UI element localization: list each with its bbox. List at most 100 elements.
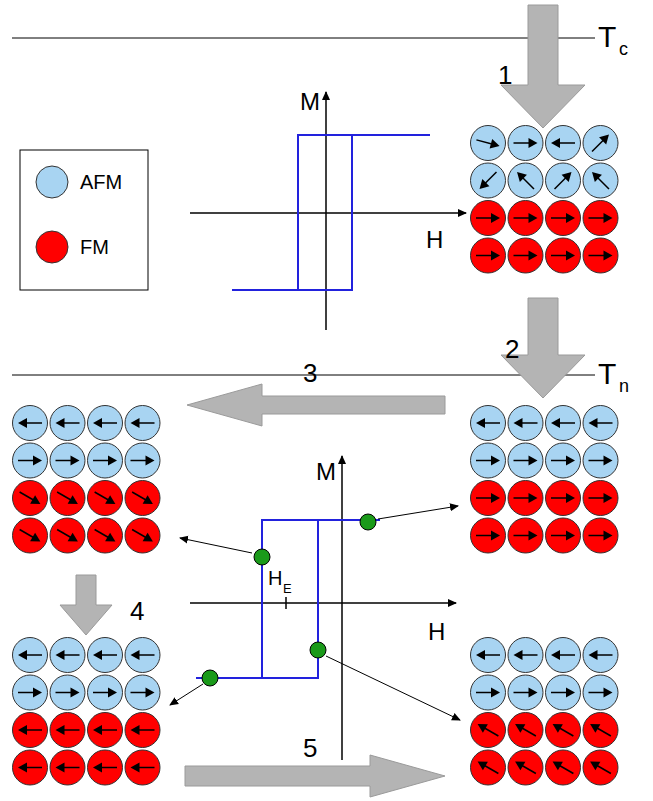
spin-arrow [483,422,500,424]
spin-site [88,638,123,673]
field-symbol: H [268,568,282,588]
spin-arrow [95,530,110,539]
spin-arrowhead [478,724,488,733]
spin-site [583,238,618,273]
spin-arrowhead [93,650,102,660]
spin-arrow [132,492,147,501]
spin-arrowhead [566,213,575,223]
axis [325,92,327,330]
spin-arrow [138,767,155,769]
spin-arrow [551,217,568,219]
axis-label: M [300,90,320,114]
spin-arrowhead [146,456,155,466]
spin-site [583,518,618,553]
spin-lattice [13,638,161,786]
axis [190,212,466,214]
step-number: 2 [505,336,519,362]
spin-arrow [514,217,531,219]
state-dot [254,549,270,565]
legend-text: FM [80,237,109,257]
spin-site [50,675,85,710]
spin-arrow [514,535,531,537]
spin-site [13,638,48,673]
spin-arrowhead [491,213,500,223]
legend-text: AFM [80,172,122,192]
spin-site [508,443,543,478]
spin-site [471,638,506,673]
spin-arrowhead [478,762,488,771]
spin-arrow [476,217,493,219]
spin-site [508,163,543,198]
state-dot [310,642,326,658]
spin-arrow [521,728,536,737]
spin-arrow [596,422,613,424]
spin-arrowhead [590,762,600,771]
spin-arrowhead [71,688,80,698]
spin-arrow [596,765,611,774]
spin-arrowhead [131,418,140,428]
spin-arrowhead [30,533,40,542]
spin-arrowhead [33,688,42,698]
spin-site [546,238,581,273]
spin-arrowhead [143,533,153,542]
spin-arrow [596,654,613,656]
spin-site [508,126,543,161]
spin-arrow [18,692,35,694]
spin-arrow [484,765,499,774]
spin-arrowhead [18,725,27,735]
spin-site [546,201,581,236]
spin-site [88,713,123,748]
spin-arrow [521,765,536,774]
spin-arrow [592,139,604,151]
spin-site [125,481,160,516]
spin-site [13,518,48,553]
spin-site [583,713,618,748]
spin-site [546,481,581,516]
spin-site [508,675,543,710]
spin-site [546,163,581,198]
spin-arrowhead [514,418,523,428]
spin-site [508,481,543,516]
spin-site [125,443,160,478]
step-number: 3 [303,360,317,386]
spin-site [50,713,85,748]
step-arrow [185,755,445,797]
spin-arrowhead [93,725,102,735]
spin-arrowhead [604,213,613,223]
spin-arrow [476,460,493,462]
spin-arrow [476,497,493,499]
step-arrow [501,5,585,128]
spin-site [471,713,506,748]
spin-site [583,675,618,710]
spin-arrowhead [491,493,500,503]
spin-arrowhead [529,688,538,698]
spin-site [50,481,85,516]
spin-arrowhead [18,418,27,428]
spin-arrow [138,654,155,656]
spin-arrow [514,255,531,257]
spin-arrowhead [56,650,65,660]
spin-arrow [131,692,148,694]
spin-site [546,126,581,161]
leader-arrow [170,684,203,705]
spin-arrow [476,535,493,537]
spin-arrowhead [599,135,609,145]
spin-arrow [63,654,80,656]
spin-site [13,675,48,710]
spin-arrow [57,530,72,539]
spin-lattice [471,126,619,274]
spin-arrowhead [18,763,27,773]
spin-site [546,406,581,441]
spin-arrowhead [562,172,572,182]
spin-arrowhead [566,456,575,466]
spin-site [471,201,506,236]
spin-site [88,443,123,478]
spin-arrowhead [491,531,500,541]
leader-arrow [378,506,458,519]
spin-arrowhead [551,418,560,428]
spin-arrowhead [529,493,538,503]
spin-site [583,481,618,516]
spin-arrow [476,255,493,257]
spin-arrow [138,729,155,731]
spin-site [471,443,506,478]
